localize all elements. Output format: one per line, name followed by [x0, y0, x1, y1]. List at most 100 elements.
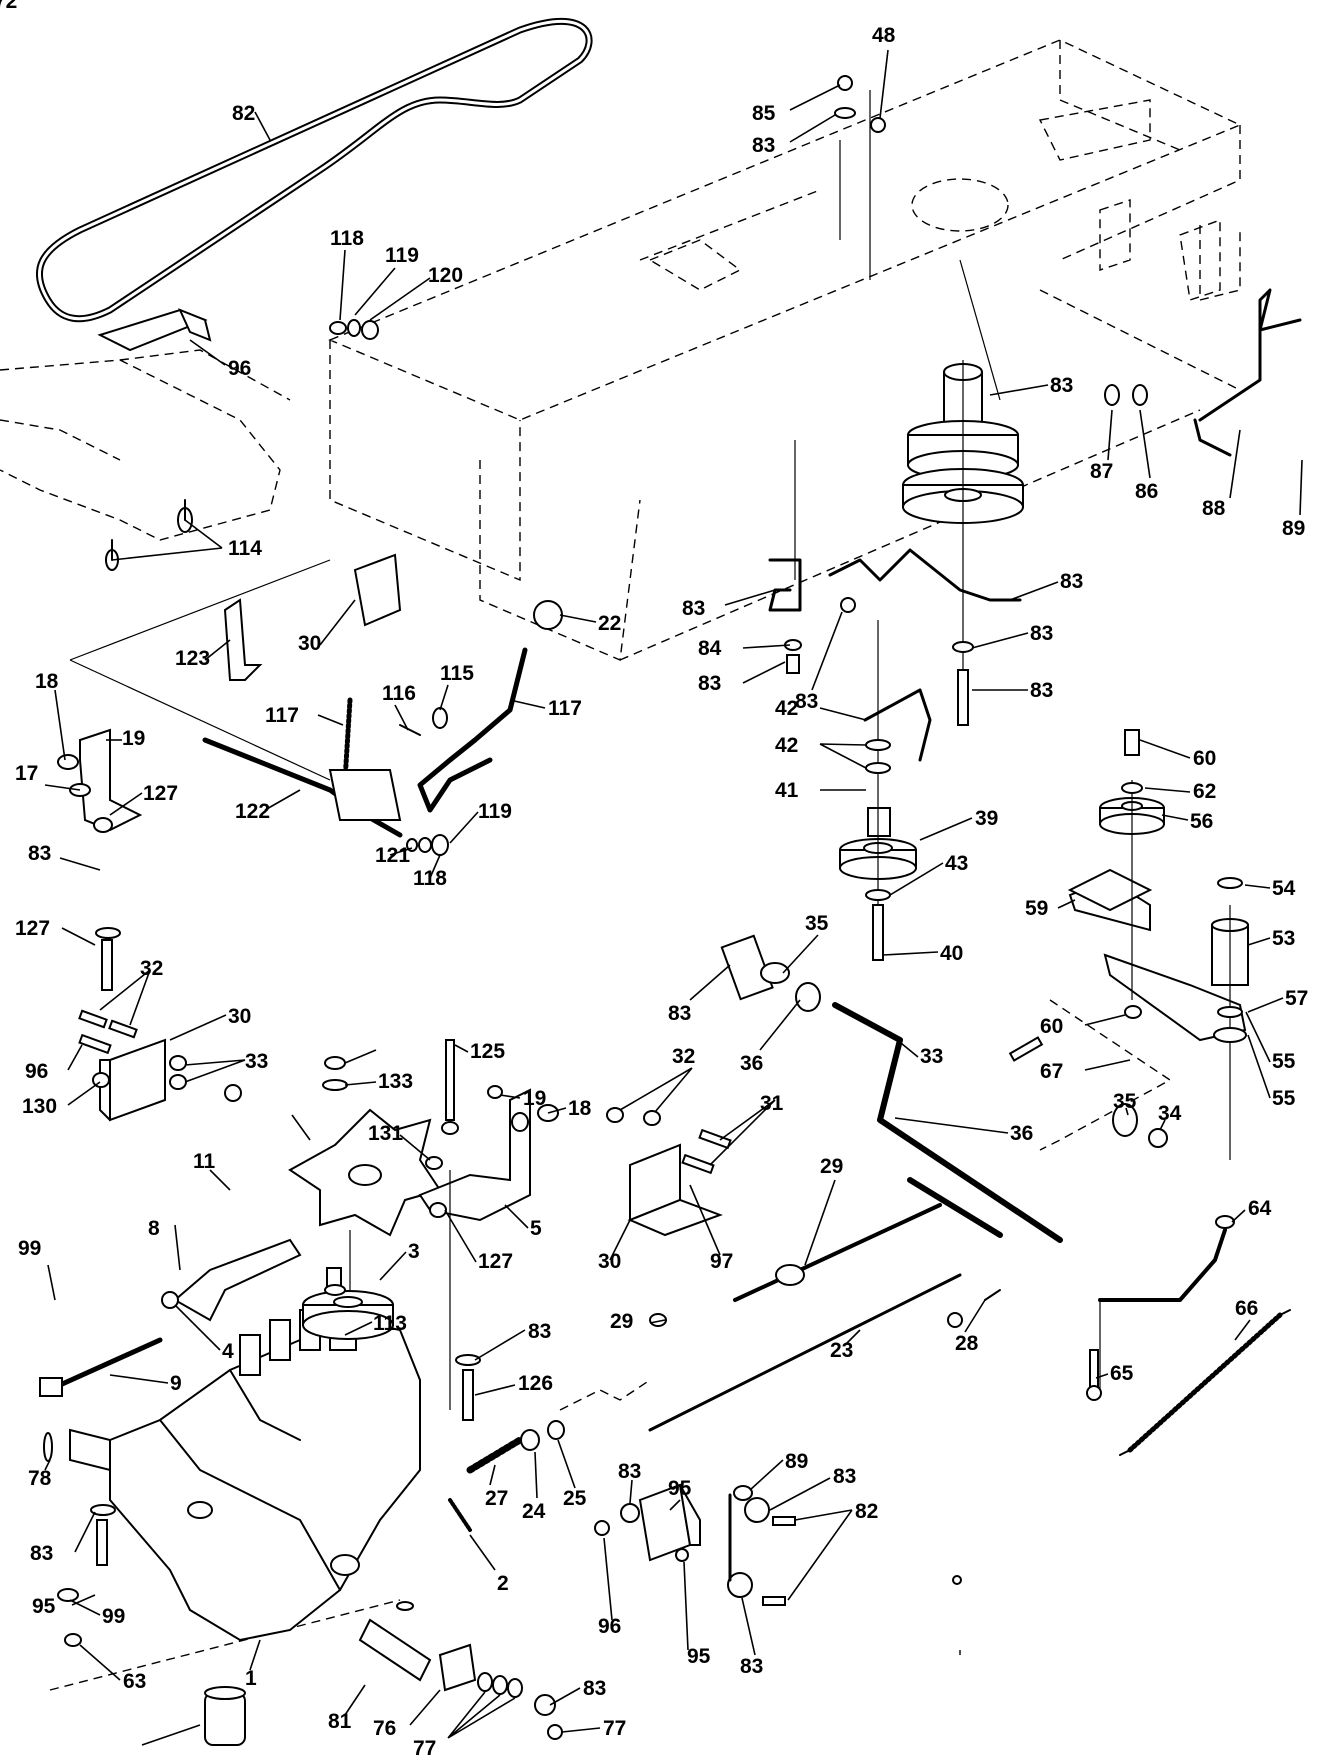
callout-62: 83: [668, 1002, 691, 1025]
callout-78: 83: [583, 1677, 606, 1700]
leader-lines: [44, 49, 1303, 1746]
callout-96b: 99: [102, 1605, 125, 1628]
callout-57: 82: [232, 102, 255, 125]
callout-23: 24: [522, 1500, 546, 1523]
callout-36: 35: [1113, 1090, 1137, 1113]
callout-46: 55: [1272, 1087, 1296, 1110]
callout-121: 123: [175, 647, 210, 670]
callout-81: 82: [855, 1500, 878, 1523]
callout-125: 127: [15, 917, 50, 940]
callout-39: 40: [940, 942, 963, 965]
callout-38: 39: [975, 807, 998, 830]
callout-67: 83: [795, 690, 818, 713]
callout-113: 115: [440, 662, 474, 685]
guide-lines: [49, 259, 1241, 1691]
callout-30: 30: [598, 1250, 621, 1273]
callout-29: 29: [610, 1310, 633, 1333]
callout-75: 77: [413, 1737, 436, 1755]
drive-belt: [36, 17, 593, 323]
callout-95: 97: [710, 1250, 733, 1273]
callout-54: 65: [1110, 1362, 1134, 1385]
callout-97: 113: [373, 1312, 407, 1335]
bracket-31: [353, 553, 402, 627]
callout-19: 19: [122, 727, 145, 750]
callout-130: 133: [378, 1070, 413, 1093]
callout-83c: 83: [30, 1542, 53, 1565]
callout-8: 8: [148, 1217, 160, 1240]
callout-120: 122: [235, 800, 270, 823]
callout-37: 36: [1010, 1122, 1033, 1145]
callout-119b: 121: [375, 844, 410, 867]
callout-66: 83: [1060, 570, 1083, 593]
callout-127c: 131: [368, 1122, 403, 1145]
callout-40: 41: [775, 779, 799, 802]
callout-36b: 36: [740, 1052, 763, 1075]
callout-3: 3: [408, 1240, 420, 1263]
callout-60: 83: [698, 672, 721, 695]
callout-82: 83: [618, 1460, 641, 1483]
lift-rod: [1098, 1215, 1235, 1302]
callout-42: 42: [775, 734, 798, 757]
page-marker: 72: [0, 0, 17, 13]
callout-122: 125: [470, 1040, 505, 1063]
spring-2: [448, 1498, 472, 1532]
hardware: [43, 75, 1247, 1746]
callout-115: 117: [265, 704, 299, 727]
cable-70: [1193, 288, 1302, 457]
callout-83e: 83: [740, 1655, 763, 1678]
bracket-121: [223, 598, 263, 681]
callout-31: 30: [298, 632, 321, 655]
callout-73: 87: [1090, 460, 1113, 483]
callout-86: 95: [687, 1645, 711, 1668]
callout-2: 2: [497, 1572, 509, 1595]
callout-47: 56: [1190, 810, 1213, 833]
callout-45b: 55: [1272, 1050, 1296, 1073]
callout-17: 17: [15, 762, 38, 785]
bracket-5: [418, 1088, 531, 1222]
bracket-8: [173, 1238, 302, 1322]
callout-119: 120: [428, 264, 463, 287]
callout-69: 85: [752, 102, 776, 125]
spring-115: [342, 697, 353, 783]
callout-50: 60: [1193, 747, 1216, 770]
callout-59: 83: [682, 597, 705, 620]
callout-45: 54: [1272, 877, 1296, 900]
spring-rod-66: [828, 548, 1022, 602]
callout-42b: 43: [945, 852, 968, 875]
callout-68b: 84: [698, 637, 722, 660]
callout-87: 96: [598, 1615, 621, 1638]
callout-35b: 35: [805, 912, 829, 935]
callout-85: 95: [668, 1477, 692, 1500]
callout-25: 27: [485, 1487, 508, 1510]
callout-89: 96: [228, 357, 251, 380]
callout-83: 83: [28, 842, 51, 865]
callout-77b: 81: [328, 1710, 352, 1733]
callout-65: 83: [1030, 622, 1053, 645]
axis-guides: [349, 90, 1231, 1410]
callout-44: 53: [1272, 927, 1295, 950]
callout-95b: 96: [25, 1060, 48, 1083]
belt-guide: [97, 308, 212, 352]
callout-49: 59: [1025, 897, 1048, 920]
callout-22: 23: [830, 1339, 853, 1362]
bracket-17: [79, 728, 143, 832]
callout-96: 99: [18, 1237, 41, 1260]
callout-118b: 119: [478, 800, 512, 823]
bracket-30-right: [627, 1143, 723, 1237]
callout-56: 67: [1040, 1060, 1063, 1083]
callout-34: 33: [920, 1045, 943, 1068]
callout-32b: 32: [140, 957, 163, 980]
callout-123: 126: [518, 1372, 553, 1395]
callout-117b: 118: [413, 867, 447, 890]
link-rods: [648, 1203, 962, 1432]
callout-48: 57: [1285, 987, 1308, 1010]
spring-25: [466, 1436, 524, 1474]
callout-68: 83: [752, 134, 775, 157]
callout-35: 34: [1158, 1102, 1182, 1125]
callout-84: 89: [785, 1450, 808, 1473]
axle-rod: [39, 1337, 163, 1397]
bracket-85: [638, 1483, 701, 1562]
callout-33b: 33: [245, 1050, 268, 1073]
callout-24: 25: [563, 1487, 587, 1510]
cooling-fan: [288, 1108, 442, 1237]
